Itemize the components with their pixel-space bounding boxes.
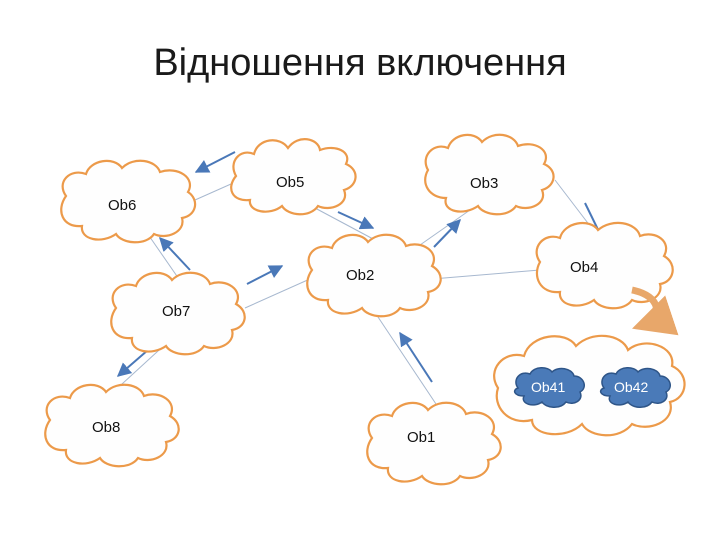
cloud-ob41: Ob41 bbox=[513, 367, 585, 408]
cloud-ob2: Ob2 bbox=[306, 233, 442, 318]
cloud-ob6: Ob6 bbox=[60, 159, 197, 244]
arrow-ob7-to-ob2 bbox=[246, 265, 284, 285]
cloud-ob5: Ob5 bbox=[230, 138, 357, 216]
label-ob1: Ob1 bbox=[407, 429, 435, 446]
label-ob2: Ob2 bbox=[346, 267, 374, 284]
curved-expand-arrow bbox=[631, 286, 679, 336]
cloud-ob1: Ob1 bbox=[366, 401, 502, 486]
arrow-to-ob6 bbox=[194, 151, 236, 173]
arrow-ob7-to-ob6 bbox=[159, 236, 191, 271]
label-ob7: Ob7 bbox=[162, 303, 190, 320]
cloud-ob42: Ob42 bbox=[599, 367, 671, 408]
label-ob3: Ob3 bbox=[470, 175, 498, 192]
label-ob6: Ob6 bbox=[108, 197, 136, 214]
cloud-ob8: Ob8 bbox=[44, 383, 180, 468]
label-ob41: Ob41 bbox=[531, 379, 565, 395]
slide-title: Відношення включення bbox=[153, 42, 567, 84]
label-ob4: Ob4 bbox=[570, 259, 598, 276]
arrow-ob2-to-ob3 bbox=[433, 218, 461, 248]
cloud-ob7: Ob7 bbox=[110, 271, 246, 356]
arrow-ob5-to-ob2 bbox=[337, 211, 375, 230]
arrow-ob7-to-ob8 bbox=[116, 349, 149, 377]
label-ob42: Ob42 bbox=[614, 379, 648, 395]
cloud-ob3: Ob3 bbox=[424, 133, 555, 216]
label-ob5: Ob5 bbox=[276, 174, 304, 191]
link-ob2-ob1 bbox=[369, 304, 441, 411]
cloud-ob4: Ob4 bbox=[535, 221, 674, 310]
cloud-ob4-expanded: Ob41 Ob42 bbox=[493, 334, 686, 437]
arrow-ob1-to-ob2 bbox=[399, 331, 433, 383]
label-ob8: Ob8 bbox=[92, 419, 120, 436]
